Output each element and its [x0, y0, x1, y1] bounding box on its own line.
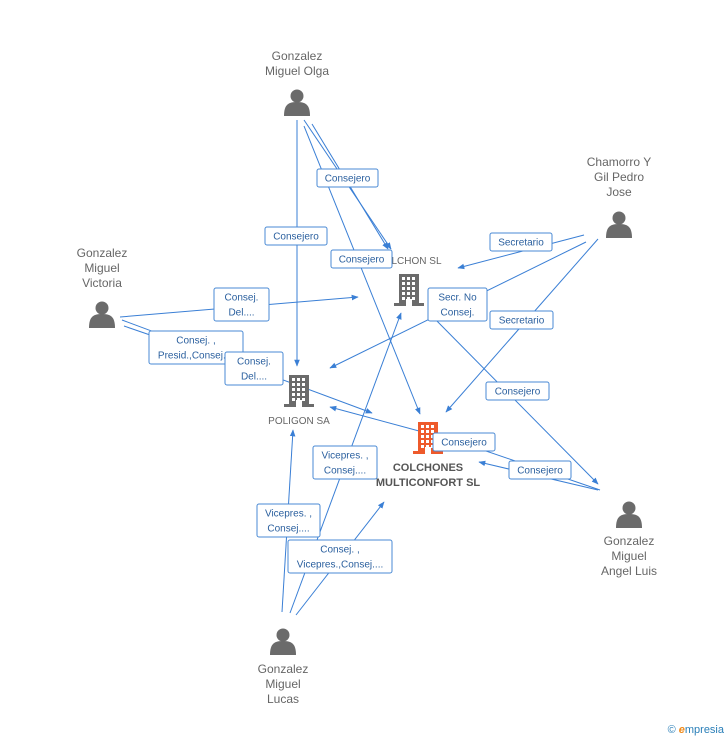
node-poligon[interactable]: POLIGON SA — [268, 375, 330, 427]
edge-label-box — [256, 503, 321, 538]
person-icon — [270, 628, 296, 655]
node-label: Gil Pedro — [594, 170, 644, 184]
edge-label-box — [432, 432, 496, 452]
edge-label-text: Consejero — [273, 232, 319, 243]
edge-label-text: Del.... — [228, 308, 254, 319]
edge-label-box — [427, 287, 488, 322]
edge-label-e6[interactable]: Secr. No Consej. — [427, 287, 488, 322]
edge-label-text: Vicepres. , — [265, 509, 312, 520]
node-label: Gonzalez — [604, 534, 655, 548]
brand-initial: e — [678, 724, 685, 736]
edge-label-e4[interactable]: Secretario — [489, 232, 553, 252]
node-label: Gonzalez — [272, 49, 323, 63]
edge-label-text: Del.... — [241, 372, 267, 383]
edge-label-e2[interactable]: Consejero — [264, 226, 328, 246]
edge-label-text: Consejero — [495, 387, 541, 398]
building-icon — [394, 274, 424, 306]
edge-label-e9[interactable]: Consej. Del.... — [224, 351, 284, 386]
edge-label-text: Consejero — [517, 466, 563, 477]
edge-label-text: Secretario — [499, 316, 545, 327]
person-icon — [284, 89, 310, 116]
edge-label-text: Consejero — [325, 174, 371, 185]
copyright-symbol: © — [667, 724, 676, 736]
edge-label-e5[interactable]: Secretario — [489, 310, 554, 330]
edge-label-e11[interactable]: Consejero — [432, 432, 496, 452]
node-label: POLIGON SA — [268, 416, 330, 427]
edge-label-e13[interactable]: Vicepres. , Consej.... — [312, 445, 378, 480]
edge-label-e3[interactable]: Consejero — [330, 249, 393, 269]
edge-label-text: Presid.,Consej.... — [158, 351, 234, 362]
edge-label-box — [312, 445, 378, 480]
node-label: COLCHON SL — [376, 256, 441, 267]
edge-label-e1[interactable]: Consejero — [316, 168, 379, 188]
edge-label-e10[interactable]: Consejero — [485, 381, 550, 401]
node-label: Gonzalez — [77, 246, 128, 260]
node-multiconfort[interactable]: COLCHONES MULTICONFORT SL — [376, 422, 481, 489]
edge-label-text: Vicepres.,Consej.... — [297, 560, 384, 571]
node-label: Chamorro Y — [587, 155, 651, 169]
edge-label-box — [508, 460, 572, 480]
person-icon — [606, 211, 632, 238]
edge-label-e12[interactable]: Consejero — [508, 460, 572, 480]
edge-label-box — [148, 330, 244, 365]
edge-label-box — [489, 232, 553, 252]
edge-label-text: Consej. — [237, 357, 271, 368]
edge-label-text: Secretario — [498, 238, 544, 249]
edge-label-e7[interactable]: Consej. Del.... — [213, 287, 270, 322]
footer-brand[interactable]: © empresia — [668, 724, 724, 736]
node-label: Gonzalez — [258, 662, 309, 676]
node-label: Miguel Olga — [265, 64, 329, 78]
node-label: Angel Luis — [601, 564, 657, 578]
node-label: Miguel — [265, 677, 300, 691]
edge-label-e8[interactable]: Consej. , Presid.,Consej.... — [148, 330, 244, 365]
edge-label-box — [316, 168, 379, 188]
edge-label-text: Consej. , — [320, 545, 359, 556]
edge-label-box — [213, 287, 270, 322]
edge-label-text: Vicepres. , — [321, 451, 368, 462]
edge-label-text: Consej.... — [324, 466, 366, 477]
node-colchon[interactable]: COLCHON SL — [376, 256, 442, 306]
node-label: Lucas — [267, 692, 299, 706]
edge-label-text: Consejero — [339, 255, 385, 266]
edge-label-box — [287, 539, 393, 574]
person-icon — [89, 301, 115, 328]
node-label: MULTICONFORT SL — [376, 477, 481, 489]
edge-label-box — [264, 226, 328, 246]
edge-label-box — [489, 310, 554, 330]
node-label: Victoria — [82, 276, 122, 290]
edge-label-e14[interactable]: Vicepres. , Consej.... — [256, 503, 321, 538]
edge-label-text: Consej.... — [267, 524, 309, 535]
edge-labels: ConsejeroConsejeroConsejeroSecretarioSec… — [148, 168, 572, 574]
person-icon — [616, 501, 642, 528]
node-label: Miguel — [611, 549, 646, 563]
building-icon — [284, 375, 314, 407]
node-label: Jose — [606, 185, 632, 199]
edge-label-text: Consejero — [441, 438, 487, 449]
edge-label-box — [330, 249, 393, 269]
node-label: COLCHONES — [393, 462, 463, 474]
edge-label-text: Consej. — [225, 293, 259, 304]
node-label: Miguel — [84, 261, 119, 275]
edge-label-e15[interactable]: Consej. , Vicepres.,Consej.... — [287, 539, 393, 574]
brand-name: mpresia — [684, 724, 724, 736]
edge-label-text: Secr. No — [438, 293, 477, 304]
edge-label-box — [224, 351, 284, 386]
edge-label-box — [485, 381, 550, 401]
edge-label-text: Consej. , — [176, 336, 215, 347]
edge-label-text: Consej. — [441, 308, 475, 319]
